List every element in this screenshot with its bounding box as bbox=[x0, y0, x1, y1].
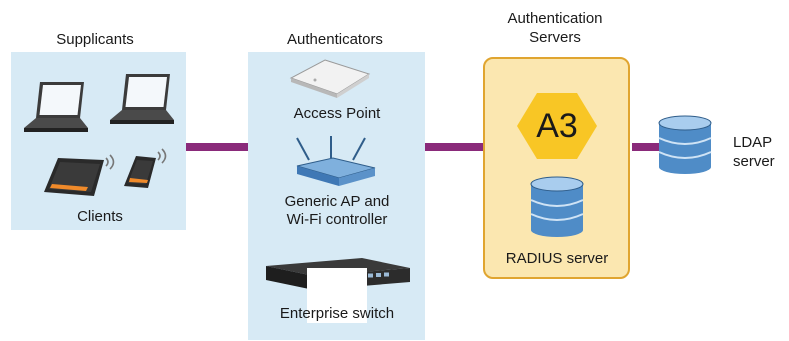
ldap-label-line1: LDAP bbox=[733, 134, 773, 151]
radius-server-label: RADIUS server bbox=[505, 250, 609, 267]
auth-servers-header-line2: Servers bbox=[529, 29, 581, 46]
laptop-icon bbox=[110, 74, 174, 124]
database-icon bbox=[530, 176, 584, 237]
phone-icon bbox=[124, 148, 167, 188]
authenticators-header: Authenticators bbox=[287, 31, 383, 48]
generic-ap-label-line2: Wi-Fi controller bbox=[286, 211, 388, 228]
access-point-icon bbox=[289, 59, 371, 98]
link-authenticators-servers bbox=[425, 143, 483, 151]
redaction-box bbox=[307, 268, 367, 323]
tablet-icon bbox=[44, 154, 115, 196]
clients-label: Clients bbox=[77, 208, 123, 225]
ldap-label-line2: server bbox=[733, 153, 775, 170]
auth-servers-header-line1: Authentication bbox=[507, 10, 603, 27]
router-icon bbox=[296, 136, 376, 186]
enterprise-switch-label: Enterprise switch bbox=[279, 305, 395, 322]
access-point-label: Access Point bbox=[293, 105, 381, 122]
supplicants-header: Supplicants bbox=[56, 31, 134, 48]
a3-hexagon-icon bbox=[517, 93, 597, 159]
laptop-icon bbox=[24, 82, 88, 132]
link-servers-ldap bbox=[632, 143, 662, 151]
link-clients-authenticators bbox=[186, 143, 248, 151]
generic-ap-label-line1: Generic AP and bbox=[284, 193, 390, 210]
a3-badge-text: A3 bbox=[536, 107, 578, 145]
database-icon bbox=[658, 115, 712, 174]
